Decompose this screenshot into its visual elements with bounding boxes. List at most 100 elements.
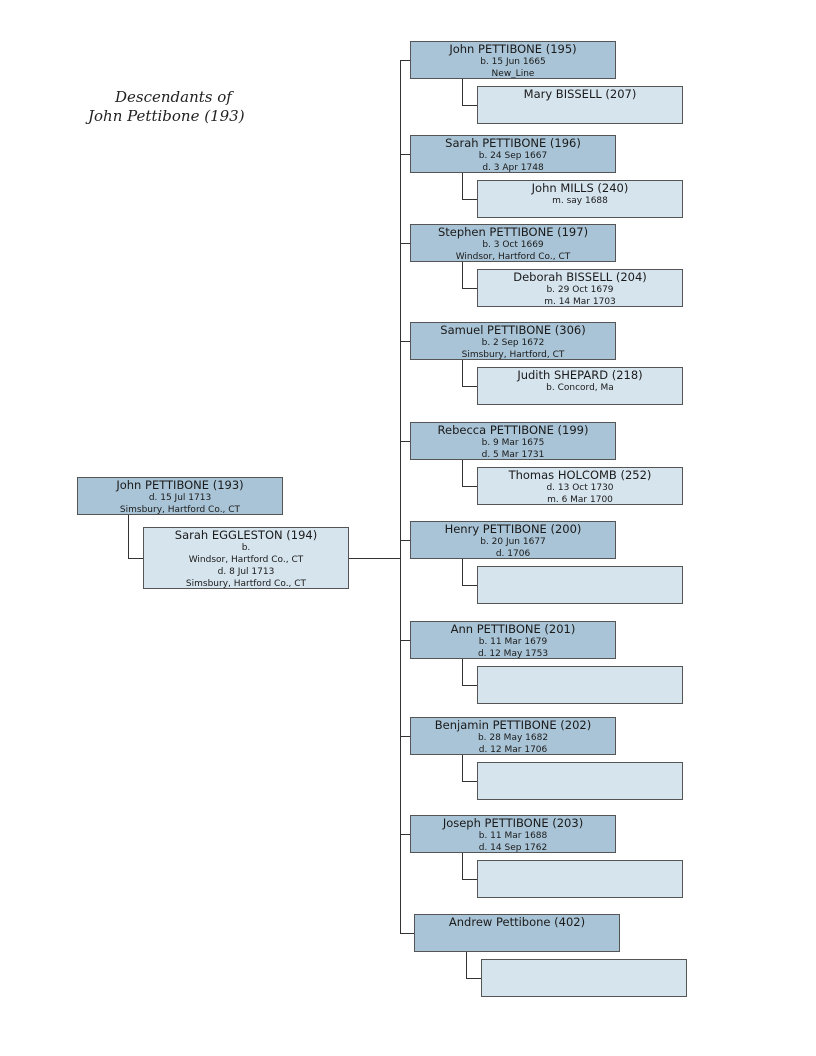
person-detail: b. 3 Oct 1669	[482, 240, 544, 250]
spouse-connector	[462, 199, 477, 200]
child-spouse-box[interactable]	[481, 959, 687, 997]
person-name: Benjamin PETTIBONE (202)	[434, 718, 592, 732]
person-detail: Simsbury, Hartford, CT	[461, 350, 565, 360]
person-detail: b.	[241, 543, 251, 553]
spouse-connector	[462, 105, 477, 106]
child-branch-line	[400, 60, 410, 61]
person-detail: b. 29 Oct 1679	[546, 285, 614, 295]
person-detail: b. 15 Jun 1665	[480, 57, 546, 67]
person-name: Samuel PETTIBONE (306)	[440, 323, 586, 337]
person-detail: d. 3 Apr 1748	[482, 163, 544, 173]
spouse-connector	[462, 360, 463, 386]
root-to-children-connector	[349, 558, 400, 559]
person-name: Thomas HOLCOMB (252)	[508, 468, 652, 482]
person-detail: d. 8 Jul 1713	[217, 567, 275, 577]
child-person-box[interactable]: Sarah PETTIBONE (196)b. 24 Sep 1667 d. 3 …	[410, 135, 616, 173]
person-detail: d. 14 Sep 1762	[478, 843, 548, 853]
chart-title: Descendants of John Pettibone (193)	[88, 88, 245, 126]
person-name: John PETTIBONE (195)	[449, 42, 577, 56]
spouse-connector	[462, 879, 477, 880]
person-detail: m. say 1688	[552, 196, 608, 206]
person-detail: b. 2 Sep 1672	[481, 338, 545, 348]
person-detail: m. 6 Mar 1700	[547, 495, 613, 505]
person-detail: m. 14 Mar 1703	[544, 297, 616, 307]
spouse-connector	[462, 386, 477, 387]
child-branch-line	[400, 154, 410, 155]
person-detail: d. 12 Mar 1706	[478, 745, 548, 755]
person-detail: Windsor, Hartford Co., CT	[455, 252, 571, 262]
child-person-box[interactable]: Andrew Pettibone (402)	[414, 914, 620, 952]
child-person-box[interactable]: Benjamin PETTIBONE (202)b. 28 May 1682 d.…	[410, 717, 616, 755]
child-spouse-box[interactable]: Mary BISSELL (207)	[477, 86, 683, 124]
person-detail: Simsbury, Hartford Co., CT	[119, 505, 241, 515]
person-detail: b. 24 Sep 1667	[478, 151, 548, 161]
child-branch-line	[400, 243, 410, 244]
spouse-connector	[462, 559, 463, 585]
spouse-connector	[466, 978, 481, 979]
person-detail: b. 20 Jun 1677	[480, 537, 546, 547]
child-spouse-box[interactable]	[477, 860, 683, 898]
child-branch-line	[400, 640, 410, 641]
person-name: Henry PETTIBONE (200)	[444, 522, 582, 536]
child-spouse-box[interactable]	[477, 666, 683, 704]
spouse-connector	[466, 952, 467, 978]
spouse-connector	[462, 79, 463, 105]
child-spouse-box[interactable]	[477, 566, 683, 604]
spouse-connector	[462, 460, 463, 486]
spouse-connector	[462, 659, 463, 685]
child-spouse-box[interactable]: Judith SHEPARD (218)b. Concord, Ma	[477, 367, 683, 405]
person-name: Mary BISSELL (207)	[523, 87, 637, 101]
child-branch-line	[400, 933, 414, 934]
person-name: Stephen PETTIBONE (197)	[437, 225, 589, 239]
person-detail: b. Concord, Ma	[546, 383, 614, 393]
spouse-connector	[462, 755, 463, 781]
title-line-1: Descendants of	[115, 88, 232, 106]
person-name: Rebecca PETTIBONE (199)	[437, 423, 589, 437]
child-person-box[interactable]: Rebecca PETTIBONE (199)b. 9 Mar 1675 d. 5…	[410, 422, 616, 460]
person-detail: b. 11 Mar 1679	[478, 637, 548, 647]
person-detail: d. 13 Oct 1730	[546, 483, 614, 493]
title-line-2: John Pettibone (193)	[88, 107, 245, 125]
root-spouse-box[interactable]: Sarah EGGLESTON (194)b. Windsor, Hartford…	[143, 527, 349, 589]
root-couple-connector	[128, 515, 129, 558]
person-name: Sarah EGGLESTON (194)	[174, 528, 318, 542]
spouse-connector	[462, 486, 477, 487]
child-person-box[interactable]: Henry PETTIBONE (200)b. 20 Jun 1677 d. 17…	[410, 521, 616, 559]
person-name: Ann PETTIBONE (201)	[450, 622, 576, 636]
person-name: John PETTIBONE (193)	[116, 478, 244, 492]
person-name: John MILLS (240)	[531, 181, 629, 195]
spouse-connector	[462, 853, 463, 879]
person-detail: b. 9 Mar 1675	[481, 438, 545, 448]
person-detail: d. 1706	[495, 549, 531, 559]
child-spouse-box[interactable]: Thomas HOLCOMB (252)d. 13 Oct 1730 m. 6 M…	[477, 467, 683, 505]
person-detail: b. 11 Mar 1688	[478, 831, 548, 841]
spouse-connector	[462, 288, 477, 289]
person-detail: d. 12 May 1753	[477, 649, 549, 659]
child-spouse-box[interactable]	[477, 762, 683, 800]
person-name: Judith SHEPARD (218)	[517, 368, 643, 382]
spouse-connector	[462, 262, 463, 288]
person-detail: b. 28 May 1682	[477, 733, 549, 743]
person-name: Andrew Pettibone (402)	[448, 915, 586, 929]
root-couple-connector	[128, 558, 143, 559]
child-spouse-box[interactable]: John MILLS (240)m. say 1688	[477, 180, 683, 218]
person-detail: Simsbury, Hartford Co., CT	[185, 579, 307, 589]
child-branch-line	[400, 834, 410, 835]
child-person-box[interactable]: Ann PETTIBONE (201)b. 11 Mar 1679 d. 12 M…	[410, 621, 616, 659]
person-name: Sarah PETTIBONE (196)	[445, 136, 581, 150]
spouse-connector	[462, 173, 463, 199]
spouse-connector	[462, 585, 477, 586]
child-branch-line	[400, 441, 410, 442]
children-trunk-line	[400, 60, 401, 933]
person-detail: Windsor, Hartford Co., CT	[188, 555, 304, 565]
child-branch-line	[400, 540, 410, 541]
spouse-connector	[462, 781, 477, 782]
person-detail: d. 5 Mar 1731	[481, 450, 545, 460]
spouse-connector	[462, 685, 477, 686]
